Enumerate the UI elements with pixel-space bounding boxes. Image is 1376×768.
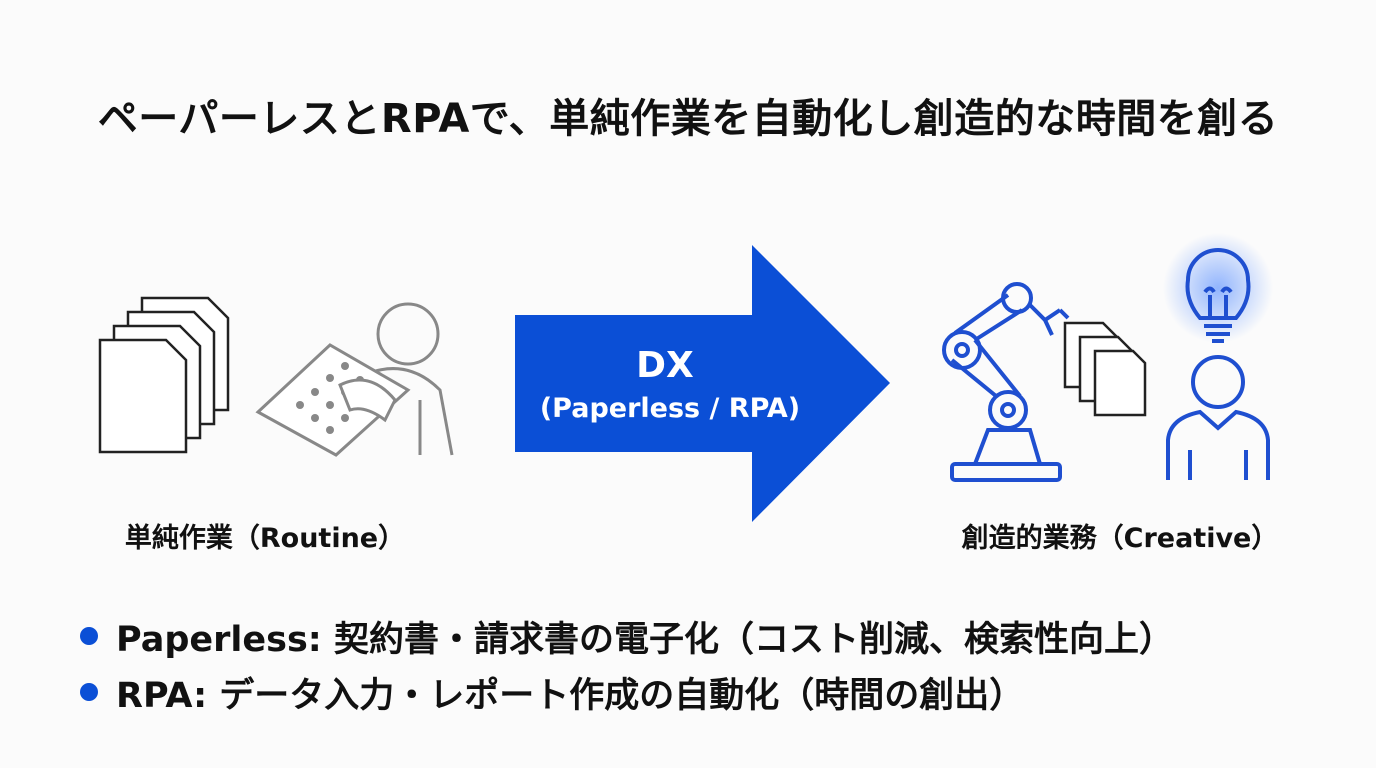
bullet-item: RPA: データ入力・レポート作成の自動化（時間の創出） bbox=[80, 664, 1174, 720]
lightbulb-icon bbox=[1185, 248, 1251, 343]
bullet-text: RPA: データ入力・レポート作成の自動化（時間の創出） bbox=[116, 675, 1025, 716]
page-title: ペーパーレスとRPAで、単純作業を自動化し創造的な時間を創る bbox=[97, 96, 1279, 142]
routine-label: 単純作業（Routine） bbox=[124, 523, 406, 554]
lightbulb-glow bbox=[1163, 233, 1273, 343]
bullet-text: Paperless: 契約書・請求書の電子化（コスト削減、検索性向上） bbox=[116, 619, 1174, 660]
arrow-title: DX bbox=[636, 345, 694, 386]
bullet-dot-icon bbox=[80, 683, 98, 701]
robot-arm-icon bbox=[942, 282, 1070, 482]
person-keyboard-icon bbox=[255, 302, 454, 457]
arrow-subtitle: (Paperless / RPA) bbox=[539, 393, 801, 424]
documents-stack-icon bbox=[98, 296, 230, 454]
bullet-dot-icon bbox=[80, 627, 98, 645]
creative-label: 創造的業務（Creative） bbox=[961, 523, 1279, 554]
bullet-item: Paperless: 契約書・請求書の電子化（コスト削減、検索性向上） bbox=[80, 608, 1174, 664]
person-icon bbox=[1166, 355, 1270, 480]
bullet-list: Paperless: 契約書・請求書の電子化（コスト削減、検索性向上） RPA:… bbox=[80, 608, 1174, 720]
dx-arrow bbox=[515, 245, 890, 522]
documents-icon bbox=[1063, 321, 1147, 417]
